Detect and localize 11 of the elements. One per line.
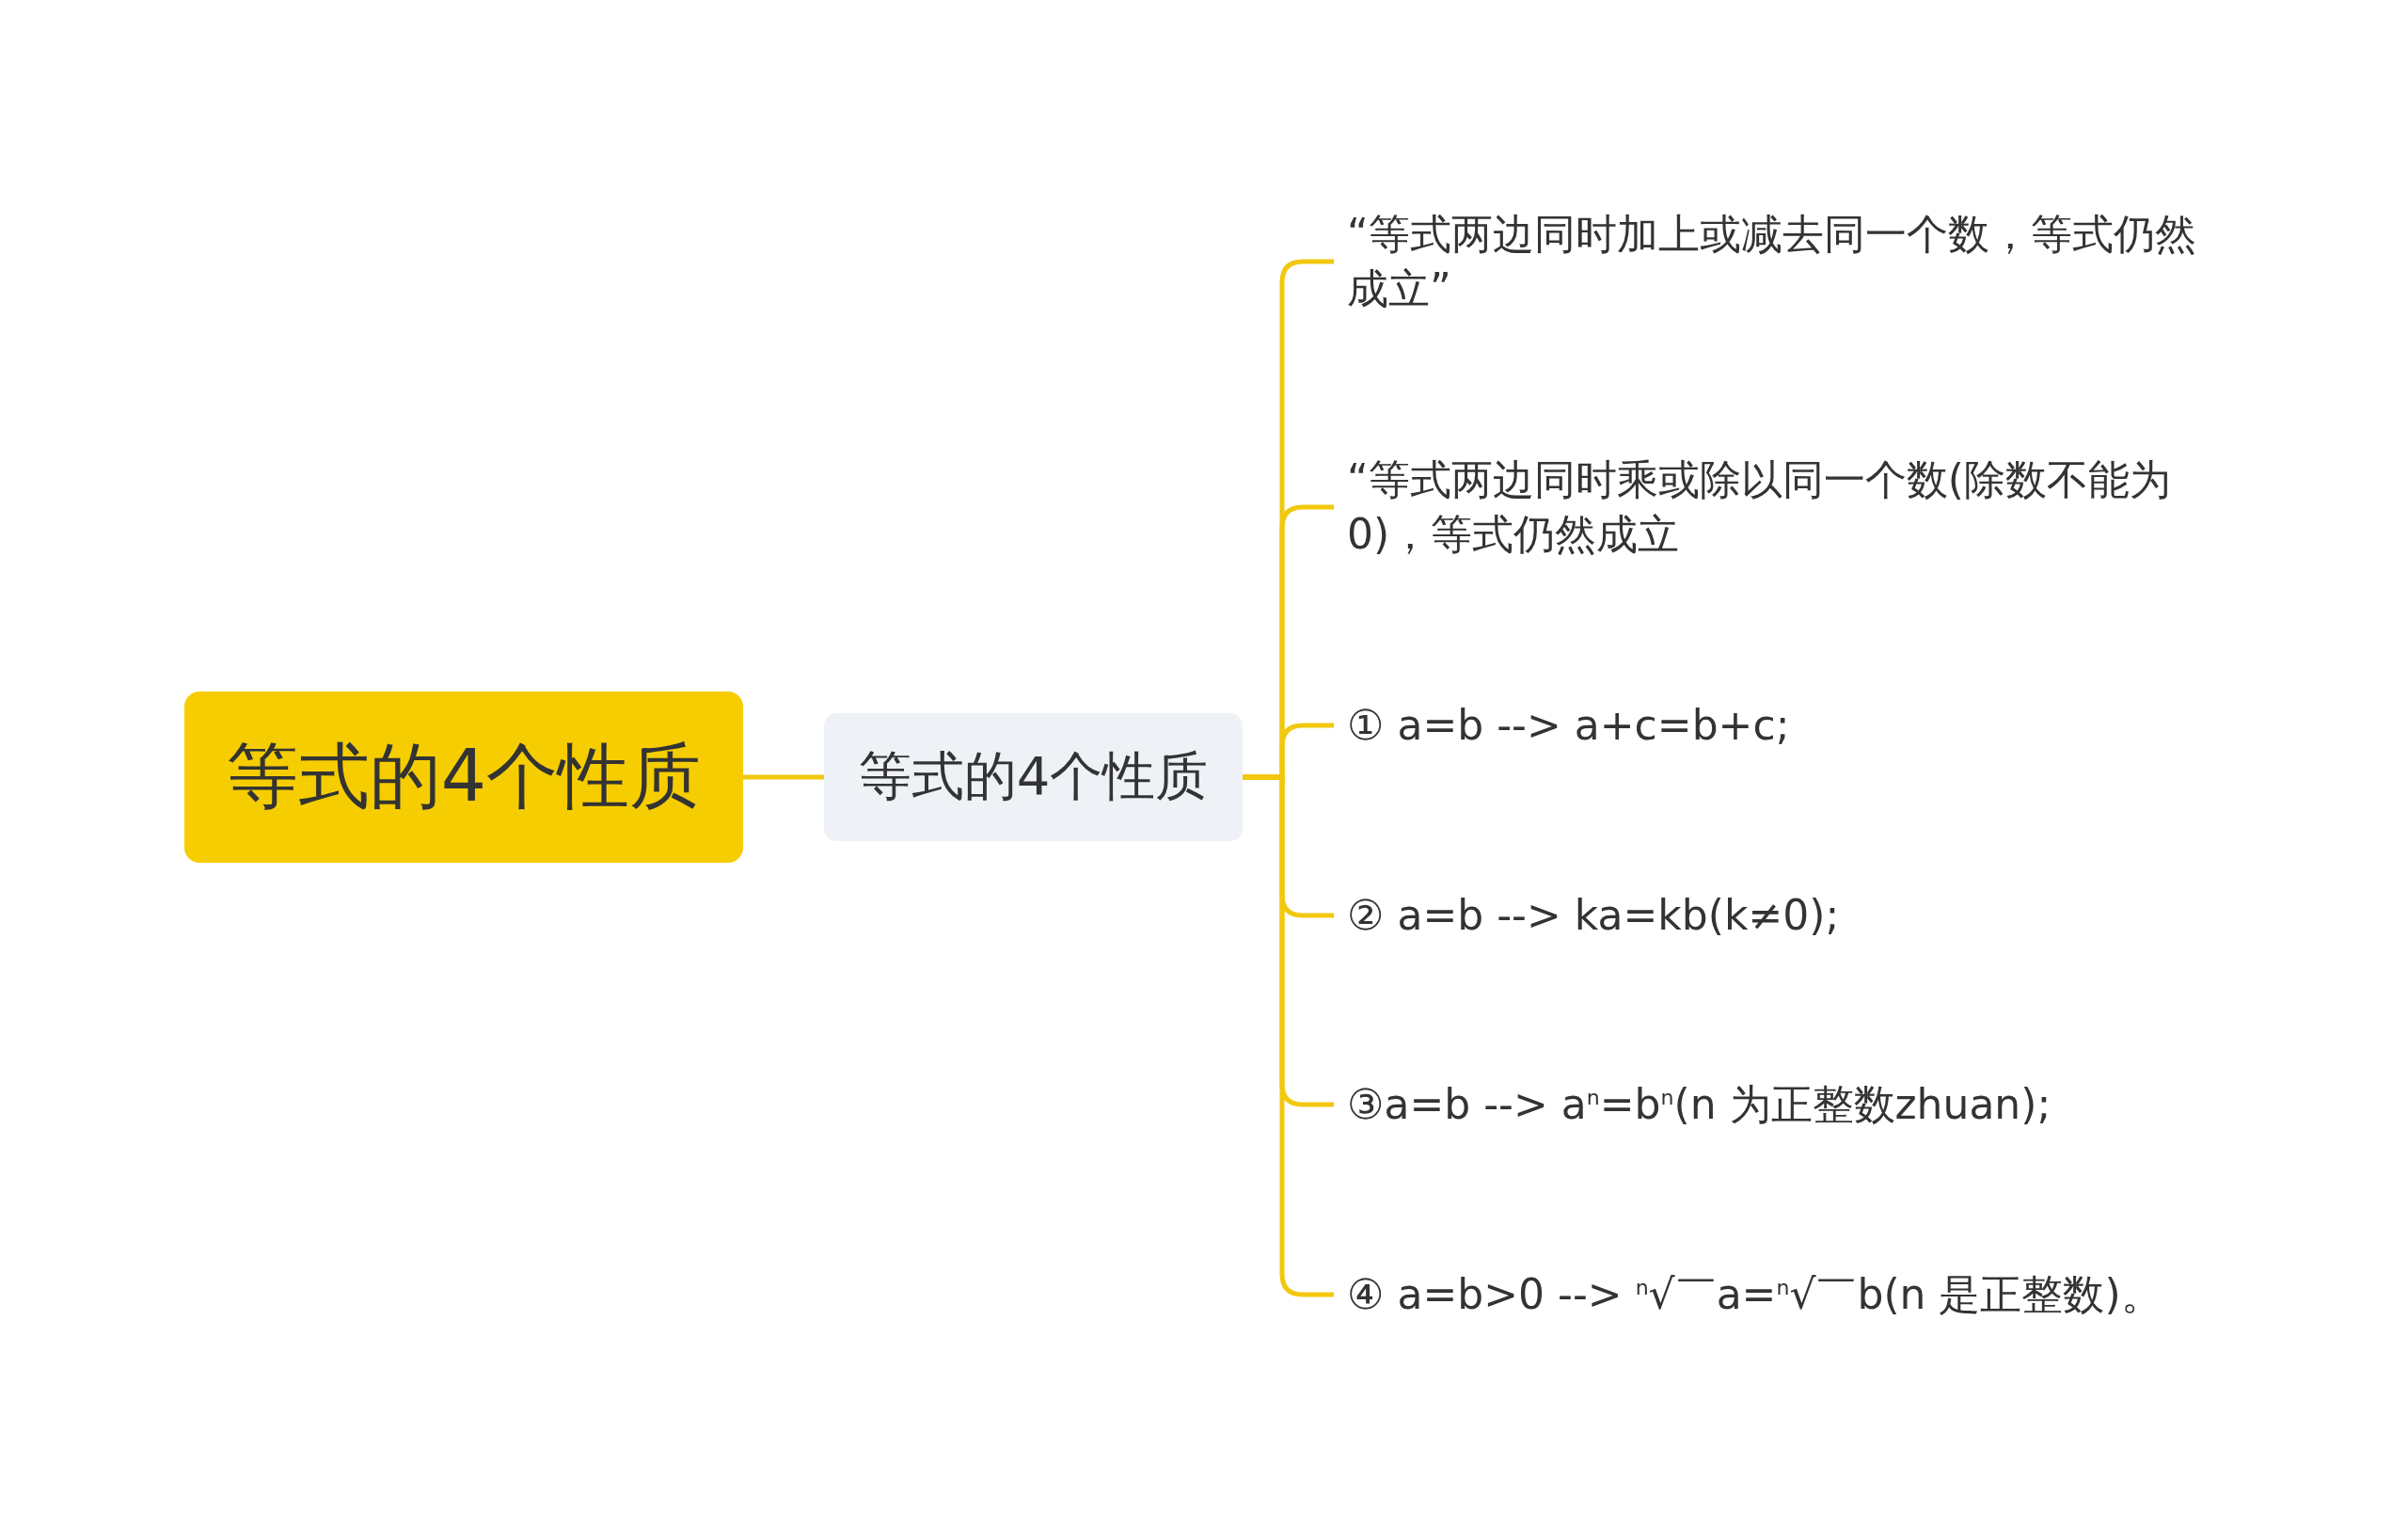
node-text: ④ a=b>0 --> $^{n}$√￣a=$^{n}$√￣b(n 是正整数)。: [1347, 1269, 2162, 1318]
node-text: “等式两边同时加上或减去同一个数，等式仍然成立”: [1347, 209, 2196, 312]
root-topic-box: [184, 692, 743, 863]
connector-line: [743, 774, 824, 780]
topic-box: [824, 713, 1243, 841]
node-text: ① a=b --> a+c=b+c;: [1347, 700, 1790, 749]
node-text: 等式的4个性质: [858, 744, 1209, 808]
node-text: “等式两边同时乘或除以同一个数(除数不能为0)，等式仍然成立: [1347, 454, 2171, 558]
node-text: ② a=b --> ka=kb(k≠0);: [1347, 890, 1840, 939]
node-text: ③a=b --> a$^{n}$=b$^{n}$(n 为正整数zhuan);: [1347, 1079, 2052, 1128]
node-text: 等式的4个性质: [226, 732, 702, 819]
